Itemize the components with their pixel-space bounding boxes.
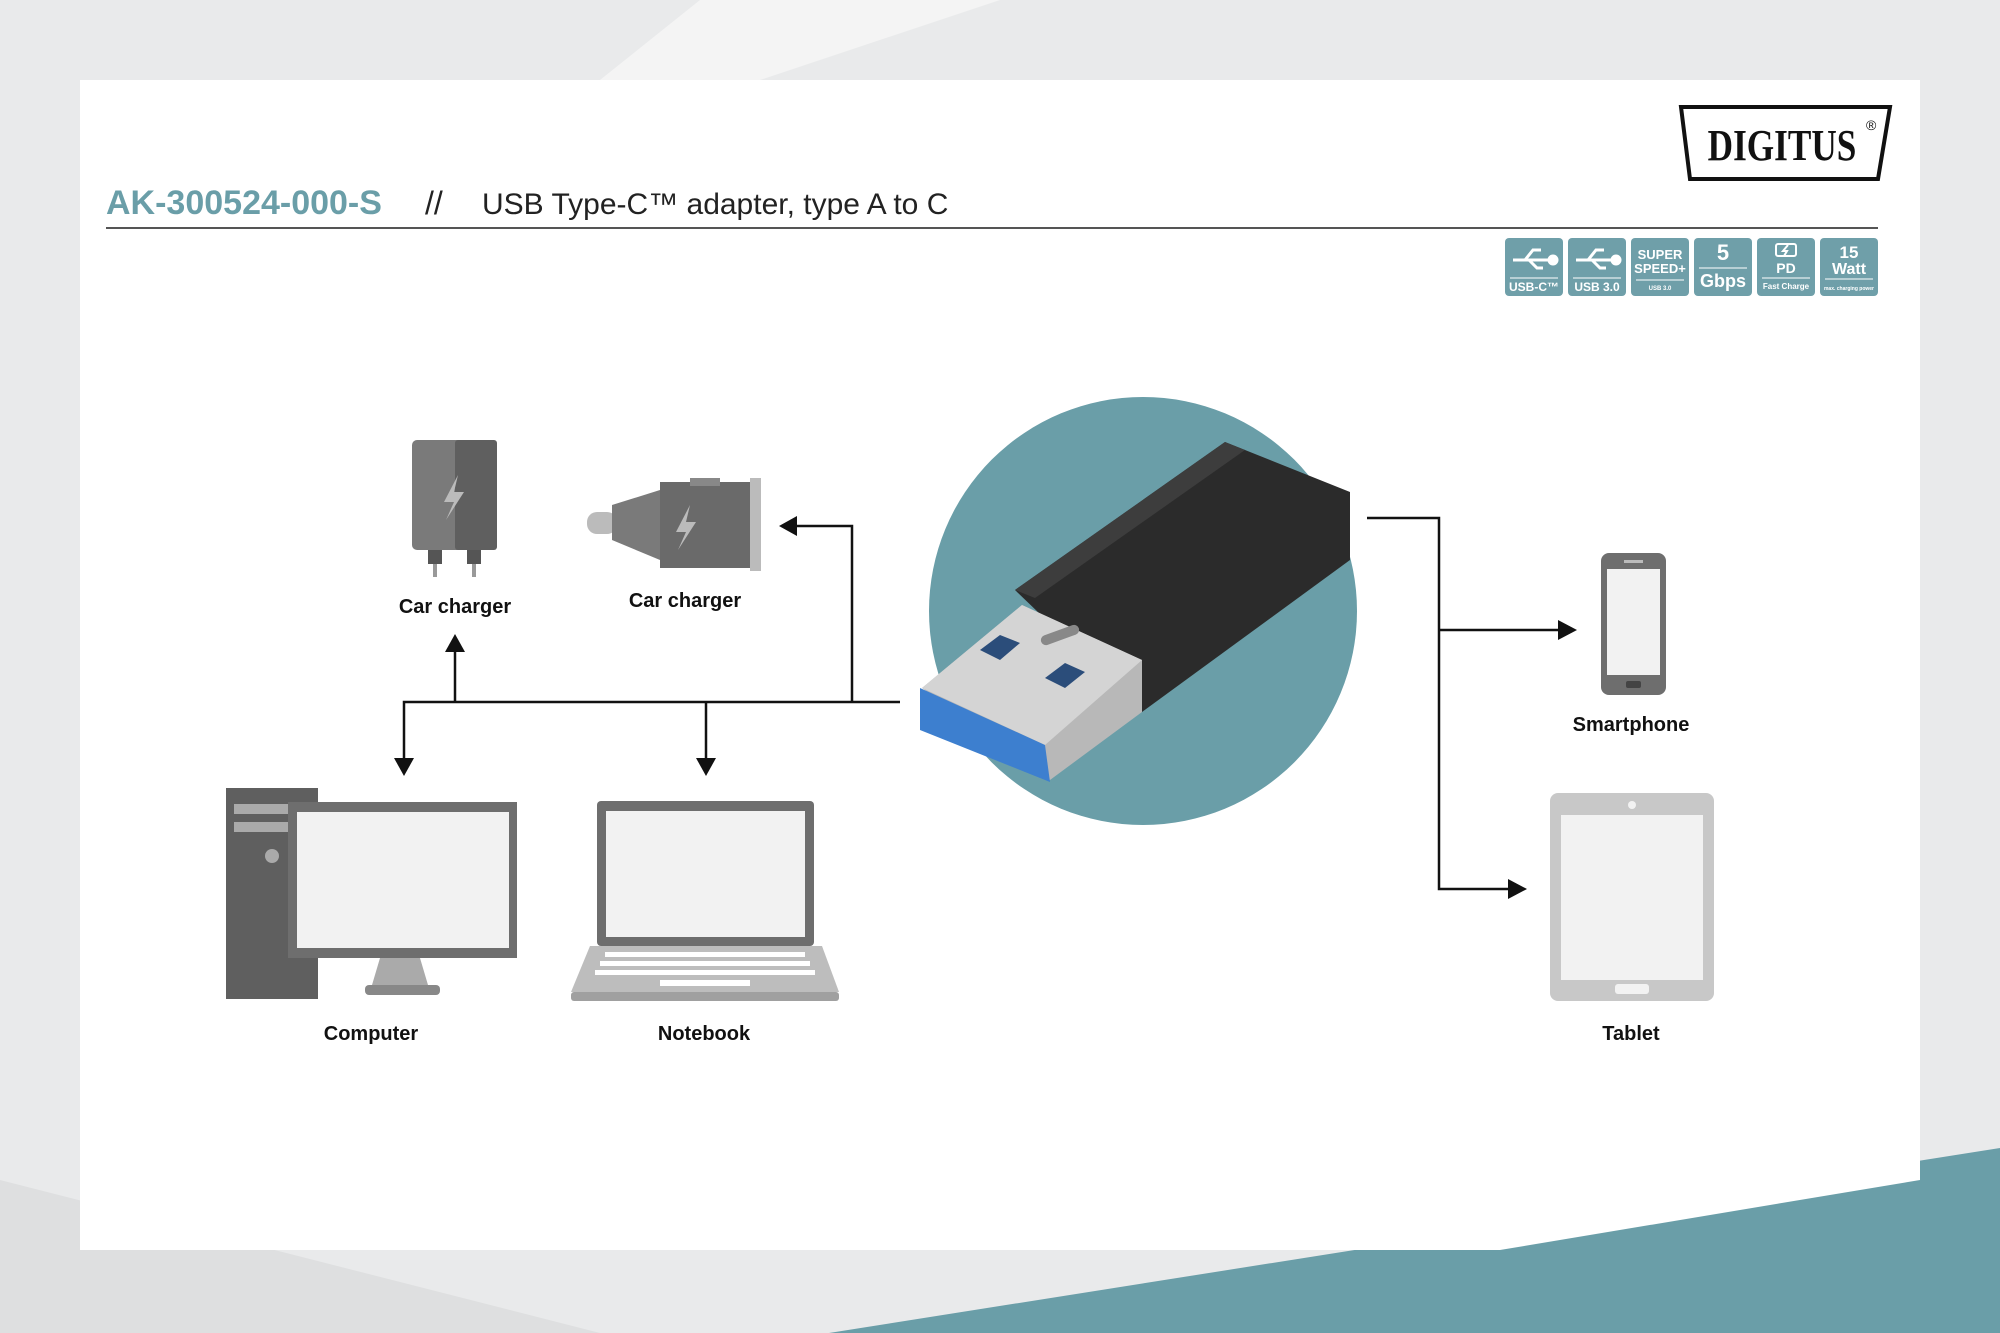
badge-superspeed: SUPER SPEED+ USB 3.0 [1631, 238, 1689, 296]
background-shape [600, 0, 1000, 80]
usb-adapter-image [920, 442, 1350, 782]
tablet-icon [1550, 793, 1714, 1001]
usb-icon [1576, 248, 1622, 270]
badge-5gbps: 5 Gbps [1694, 238, 1752, 296]
svg-text:SUPER: SUPER [1638, 247, 1683, 262]
badge-pd: PD Fast Charge [1757, 238, 1815, 296]
label-smartphone: Smartphone [1573, 714, 1690, 736]
arrow-right-icon [1508, 879, 1527, 899]
arrow-up-icon [445, 634, 465, 652]
arrowheads [394, 516, 1577, 899]
badge-usb-3: USB 3.0 [1568, 238, 1626, 296]
product-description: USB Type-C™ adapter, type A to C [482, 188, 948, 221]
feature-badges: USB-C™ USB 3.0 SUPER SPEED+ USB 3.0 5 Gb… [1505, 238, 1878, 296]
svg-text:Watt: Watt [1832, 261, 1867, 278]
svg-text:DIGITUS: DIGITUS [1708, 120, 1857, 170]
label-computer: Computer [324, 1023, 419, 1045]
svg-text:15: 15 [1840, 243, 1859, 262]
svg-text:max. charging power: max. charging power [1824, 286, 1874, 292]
separator: // [425, 185, 443, 221]
svg-text:USB 3.0: USB 3.0 [1649, 286, 1672, 292]
label-notebook: Notebook [658, 1023, 751, 1045]
svg-text:5: 5 [1717, 240, 1729, 265]
car-charger-icon [587, 478, 761, 571]
svg-text:Fast Charge: Fast Charge [1763, 282, 1810, 291]
arrow-down-icon [394, 758, 414, 776]
svg-text:PD: PD [1776, 260, 1795, 276]
notebook-icon [571, 801, 839, 1001]
label-car-charger: Car charger [629, 590, 741, 612]
arrow-left-icon [779, 516, 797, 536]
svg-text:®: ® [1866, 117, 1877, 133]
label-wall-charger: Car charger [399, 596, 511, 618]
svg-text:SPEED+: SPEED+ [1634, 261, 1686, 276]
digitus-logo: DIGITUS ® [1678, 105, 1893, 181]
badge-usb-c: USB-C™ [1505, 238, 1563, 296]
connection-lines [402, 516, 1560, 891]
product-code: AK-300524-000-S [106, 184, 382, 222]
svg-text:USB-C™: USB-C™ [1509, 280, 1559, 294]
label-tablet: Tablet [1602, 1023, 1660, 1045]
svg-text:Gbps: Gbps [1700, 271, 1746, 291]
arrow-right-icon [1558, 620, 1577, 640]
badge-15watt: 15 Watt max. charging power [1820, 238, 1878, 296]
smartphone-icon [1601, 553, 1666, 695]
teal-wedge [1500, 1180, 1920, 1250]
arrow-down-icon [696, 758, 716, 776]
battery-charge-icon [1775, 243, 1797, 257]
computer-icon [226, 788, 517, 999]
wall-charger-icon [412, 440, 497, 577]
usb-icon [1513, 248, 1559, 270]
svg-text:USB 3.0: USB 3.0 [1574, 280, 1620, 294]
